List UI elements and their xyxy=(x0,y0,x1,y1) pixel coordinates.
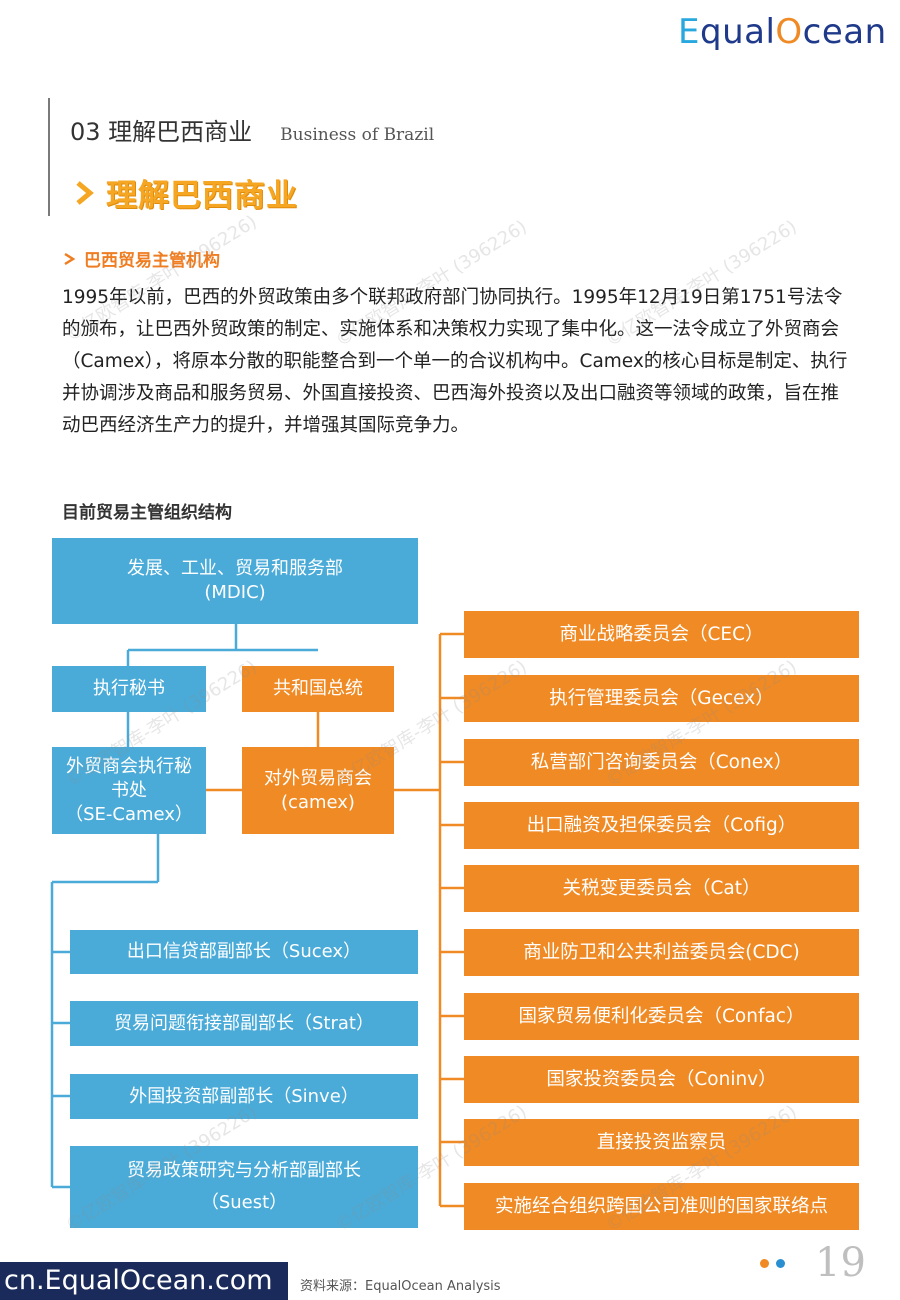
committee-cec: 商业战略委员会（CEC） xyxy=(464,611,859,658)
subsection-title: 巴西贸易主管机构 xyxy=(84,251,220,271)
sucex-box: 出口信贷部副部长（Sucex） xyxy=(70,930,418,974)
committee-cofig: 出口融资及担保委员会（Cofig） xyxy=(464,802,859,849)
committee-confac: 国家贸易便利化委员会（Confac） xyxy=(464,993,859,1040)
exec-secretary-box: 执行秘书 xyxy=(52,666,206,712)
main-title-row: 理解巴西商业 xyxy=(70,170,298,215)
page-number: 19 xyxy=(815,1240,866,1286)
footer-website: cn.EqualOcean.com xyxy=(0,1262,288,1300)
committee-coninv: 国家投资委员会（Coninv） xyxy=(464,1056,859,1103)
strat-box: 贸易问题衔接部副部长（Strat） xyxy=(70,1001,418,1046)
committee-oecd-ncp: 实施经合组织跨国公司准则的国家联络点 xyxy=(464,1183,859,1230)
subtitle-row: 巴西贸易主管机构 xyxy=(62,246,220,271)
camex-box: 对外贸易商会 (camex) xyxy=(242,747,394,834)
footer-source: 资料来源：EqualOcean Analysis xyxy=(300,1279,501,1294)
decor-dot-blue xyxy=(776,1259,785,1268)
section-label: 03 理解巴西商业 xyxy=(70,118,253,146)
page-title: 理解巴西商业 xyxy=(106,178,298,214)
org-chart-title: 目前贸易主管组织结构 xyxy=(62,503,232,523)
section-english: Business of Brazil xyxy=(280,125,435,145)
suest-box: 贸易政策研究与分析部副部长 （Suest） xyxy=(70,1146,418,1228)
section-divider xyxy=(48,98,50,216)
chevron-right-icon xyxy=(64,252,76,265)
committee-cat: 关税变更委员会（Cat） xyxy=(464,865,859,912)
intro-paragraph: 1995年以前，巴西的外贸政策由多个联邦政府部门协同执行。1995年12月19日… xyxy=(62,287,848,436)
equalocean-logo: EqualOcean xyxy=(678,12,887,52)
committee-conex: 私营部门咨询委员会（Conex） xyxy=(464,739,859,786)
committee-gecex: 执行管理委员会（Gecex） xyxy=(464,675,859,722)
committee-cdc: 商业防卫和公共利益委员会(CDC) xyxy=(464,929,859,976)
committee-ombudsman: 直接投资监察员 xyxy=(464,1119,859,1166)
sinve-box: 外国投资部副部长（Sinve） xyxy=(70,1074,418,1119)
decor-dot-orange xyxy=(760,1259,769,1268)
se-camex-box: 外贸商会执行秘书处 （SE-Camex） xyxy=(52,747,206,834)
president-box: 共和国总统 xyxy=(242,666,394,712)
section-heading: 03 理解巴西商业 Business of Brazil xyxy=(70,112,434,147)
mdic-box: 发展、工业、贸易和服务部 (MDIC) xyxy=(52,538,418,624)
chevron-right-icon xyxy=(76,180,94,205)
